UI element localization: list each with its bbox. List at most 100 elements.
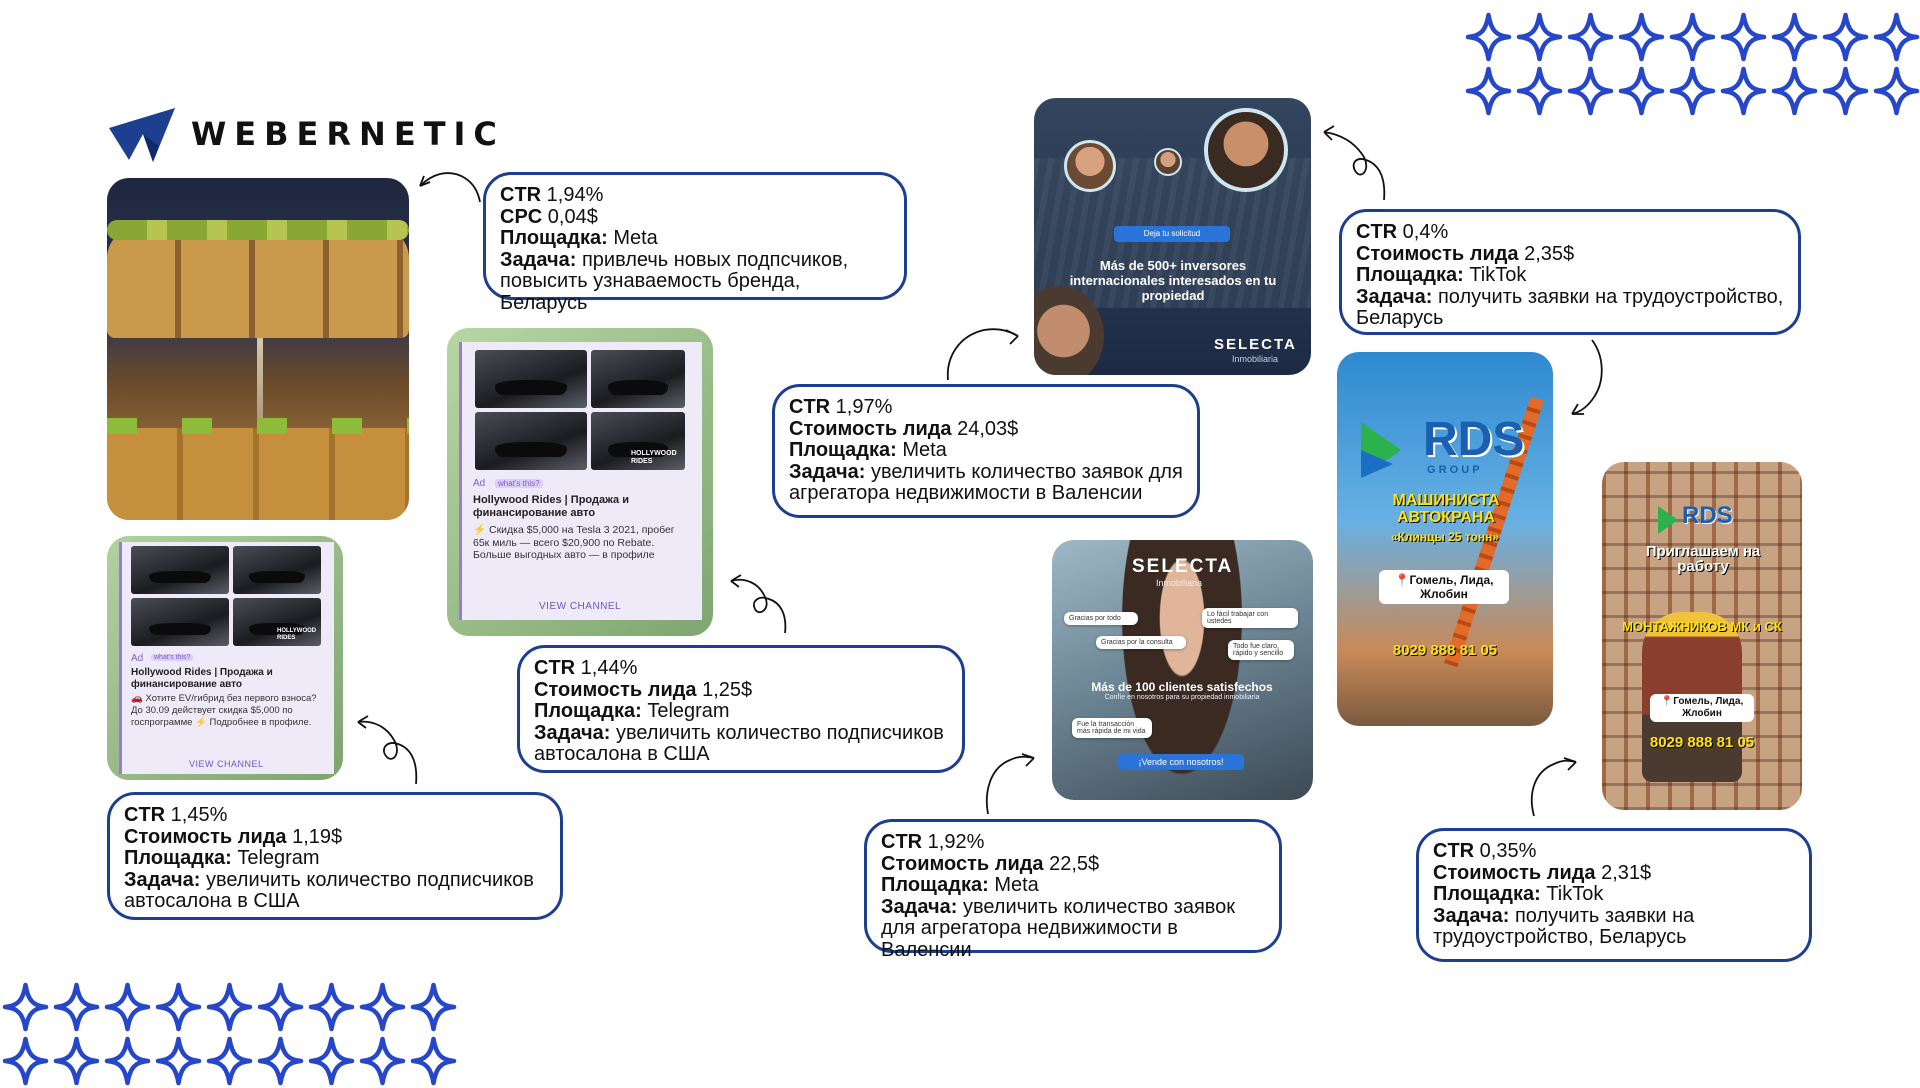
rds-ad-workers: RDS Приглашаем на работу МОНТАЖНИКОВ МК … <box>1602 462 1802 810</box>
car-photo <box>233 598 321 646</box>
selecta-ad-investors: Deja tu solicitud Más de 500+ inversores… <box>1034 98 1311 375</box>
pistachio-topping <box>107 220 409 240</box>
star-grid-top-right <box>1463 10 1920 118</box>
selecta-brand: SELECTA <box>1132 556 1234 577</box>
car-photo <box>591 412 685 470</box>
ad-whats-this: what's this? <box>495 479 543 488</box>
case-card-selecta-clients: CTR 1,92% Стоимость лида 22,5$ Площадка:… <box>864 819 1282 960</box>
task-row: Задача: получить заявки на трудоустройст… <box>1356 285 1784 329</box>
star-outline-icon <box>1820 10 1871 64</box>
task-row: Задача: увеличить количество подписчиков… <box>534 721 944 765</box>
baklava-photo <box>107 178 409 520</box>
honey-drip <box>257 338 263 478</box>
star-outline-icon <box>1667 64 1718 118</box>
curved-arrow-icon <box>419 172 481 203</box>
ctr-row: CTR 1,44% <box>534 657 638 679</box>
star-outline-icon <box>51 980 102 1034</box>
platform-row: Площадка: Meta <box>500 227 658 249</box>
case-card-rds-crane: CTR 0,4% Стоимость лида 2,35$ Площадка: … <box>1339 209 1801 335</box>
view-channel-button[interactable]: VIEW CHANNEL <box>539 601 622 612</box>
location-pin-avatar <box>1204 108 1288 192</box>
brand-name: WEBERNETIC <box>191 115 505 153</box>
rds-logo-mark <box>1658 506 1678 534</box>
star-outline-icon <box>255 980 306 1034</box>
pistachio-tray <box>107 418 409 434</box>
crane-headline: МАШИНИСТА АВТОКРАНА <box>1392 492 1500 526</box>
star-outline-icon <box>1769 10 1820 64</box>
star-outline-icon <box>1871 64 1920 118</box>
selecta-brand: SELECTA <box>1214 336 1297 353</box>
task-row: Задача: привлечь новых подпсчиков, повыс… <box>500 248 849 314</box>
curved-arrow-icon <box>1323 125 1386 201</box>
star-outline-icon <box>1565 10 1616 64</box>
rds-group: G R O U P <box>1427 464 1480 476</box>
ad-title: Hollywood Rides | Продажа и финансирован… <box>473 494 629 519</box>
star-outline-icon <box>1565 64 1616 118</box>
ctr-row: CTR 0,35% <box>1433 840 1537 862</box>
star-outline-icon <box>1616 64 1667 118</box>
selecta-sub: Inmobiliaria <box>1232 354 1279 364</box>
task-row: Задача: увеличить количество заявок для … <box>789 460 1183 504</box>
star-outline-icon <box>1718 64 1769 118</box>
review-bubble: Lo fácil trabajar con ustedes <box>1202 608 1298 628</box>
star-outline-icon <box>1667 10 1718 64</box>
star-outline-icon <box>1769 64 1820 118</box>
review-bubble: Gracias por la consulta <box>1096 636 1186 649</box>
review-bubble: Gracias por todo <box>1064 612 1138 625</box>
platform-row: Площадка: Telegram <box>534 700 730 722</box>
platform-row: Площадка: Meta <box>789 439 947 461</box>
solicitud-button[interactable]: Deja tu solicitud <box>1114 226 1230 242</box>
webernetic-logo-icon <box>109 108 175 162</box>
vende-button[interactable]: ¡Vende con nosotros! <box>1118 754 1244 770</box>
lead-cost-row: Стоимость лида 1,25$ <box>534 678 753 701</box>
rds-ad-crane: RDS G R O U P МАШИНИСТА АВТОКРАНА «Клинц… <box>1337 352 1553 726</box>
star-outline-icon <box>408 980 459 1034</box>
task-row: Задача: увеличить количество подписчиков… <box>124 868 534 912</box>
selecta-sub: Inmobiliaria <box>1156 578 1203 588</box>
curved-arrow-icon <box>946 328 1019 381</box>
star-outline-icon <box>1718 10 1769 64</box>
ctr-row: CTR 1,45% <box>124 804 228 826</box>
car-photo <box>475 350 587 408</box>
case-card-telegram-large: CTR 1,44% Стоимость лида 1,25$ Площадка:… <box>517 645 965 773</box>
ad-label: Ad <box>131 653 144 664</box>
task-row: Задача: увеличить количество заявок для … <box>881 895 1236 961</box>
star-outline-icon <box>1463 10 1514 64</box>
crane-subline: «Клинцы 25 тонн» <box>1390 530 1500 544</box>
workers-headline: Приглашаем на работу <box>1645 543 1761 575</box>
ctr-row: CTR 1,92% <box>881 831 985 853</box>
ad-title: Hollywood Rides | Продажа и финансирован… <box>131 667 273 690</box>
case-card-selecta-investors: CTR 1,97% Стоимость лида 24,03$ Площадка… <box>772 384 1200 518</box>
brand-logo: WEBERNETIC <box>107 106 505 162</box>
ad-whats-this: what's this? <box>151 654 194 661</box>
case-card-baklava: CTR 1,94% CPC 0,04$ Площадка: Meta Задач… <box>483 172 907 313</box>
baklava-pieces <box>107 228 409 338</box>
clients-headline: Más de 100 clientes satisfechos <box>1091 680 1273 694</box>
ad-body: 🚗 Хотите EV/гибрид без первого взноса? Д… <box>131 693 317 728</box>
baklava-tray <box>107 428 409 520</box>
clients-subline: Confíe en nosotros para su propiedad inm… <box>1104 694 1260 701</box>
star-outline-icon <box>102 980 153 1034</box>
case-card-rds-workers: CTR 0,35% Стоимость лида 2,31$ Площадка:… <box>1416 828 1812 962</box>
rds-logo: RDS <box>1423 413 1525 466</box>
ctr-row: CTR 1,97% <box>789 396 893 418</box>
platform-row: Площадка: TikTok <box>1356 264 1527 286</box>
view-channel-button[interactable]: VIEW CHANNEL <box>189 759 264 769</box>
phone-number: 8029 888 81 05 <box>1392 642 1498 659</box>
platform-row: Площадка: TikTok <box>1433 883 1604 905</box>
selecta-ad-clients: SELECTA Inmobiliaria Gracias por todo Gr… <box>1052 540 1313 800</box>
star-outline-icon <box>1514 10 1565 64</box>
star-outline-icon <box>357 980 408 1034</box>
review-bubble: Todo fue claro, rápido y sencillo <box>1228 640 1294 660</box>
phone-number: 8029 888 81 05 <box>1649 734 1755 751</box>
task-row: Задача: получить заявки на трудоустройст… <box>1433 904 1695 948</box>
ad-body: ⚡ Скидка $5,000 на Tesla 3 2021, пробег … <box>473 524 675 561</box>
curved-arrow-icon <box>357 715 418 785</box>
location-pin-avatar <box>1064 140 1116 192</box>
ctr-row: CTR 0,4% <box>1356 221 1449 243</box>
curved-arrow-icon <box>985 753 1035 815</box>
lead-cost-row: Стоимость лида 22,5$ <box>881 852 1100 875</box>
star-outline-icon <box>1463 64 1514 118</box>
ctr-row: CTR 1,94% <box>500 184 604 206</box>
star-outline-icon <box>1616 10 1667 64</box>
